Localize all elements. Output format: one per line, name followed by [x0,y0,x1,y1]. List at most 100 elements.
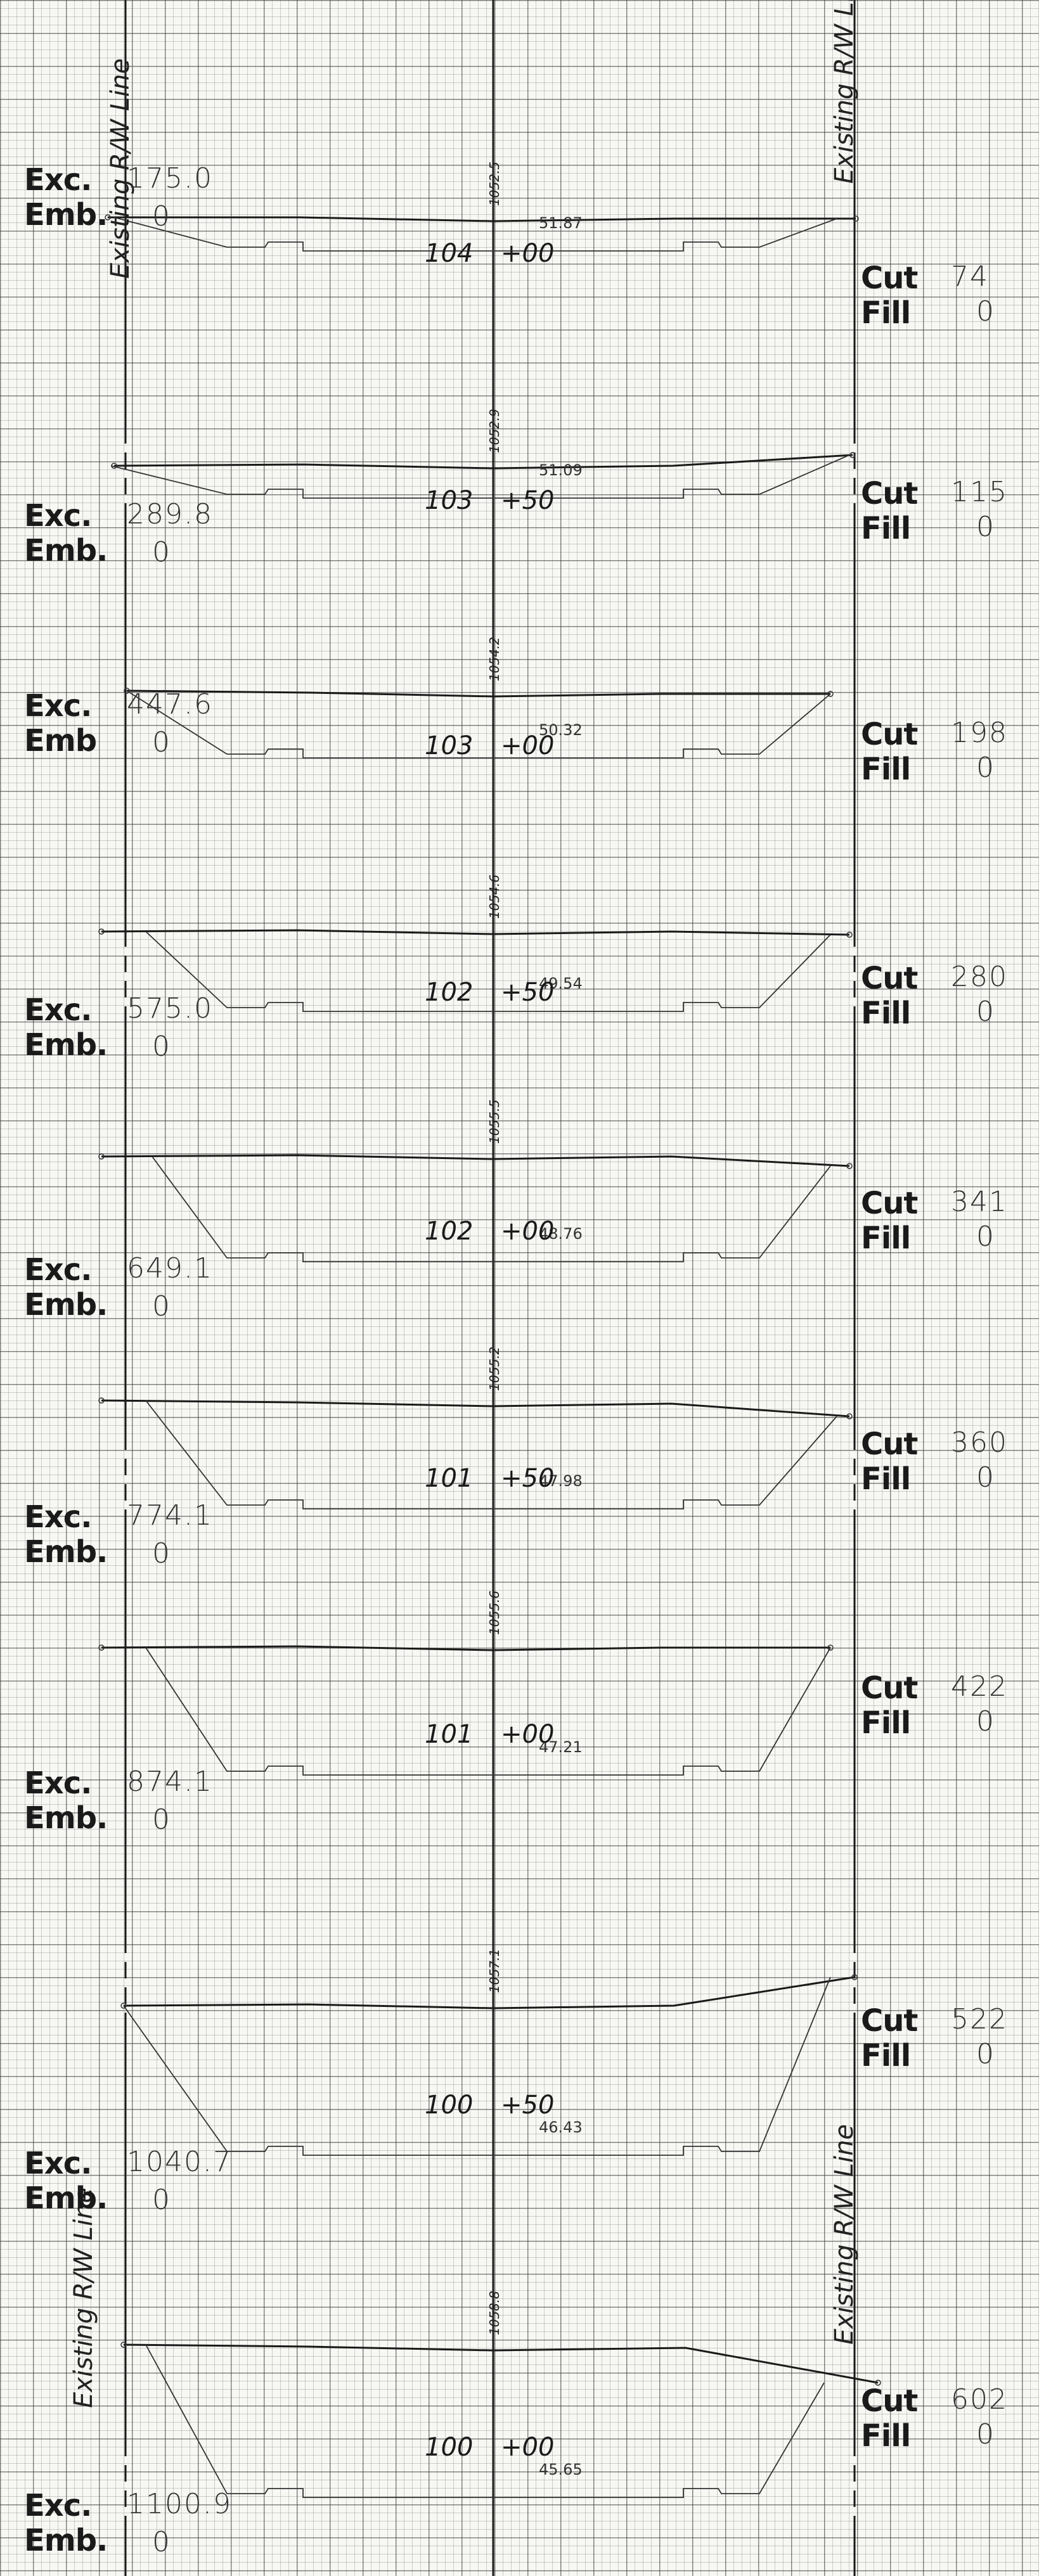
exc-value: 774.1 [127,1499,213,1532]
cut-value: 422 [951,1670,1008,1703]
section-template [145,1400,837,1509]
emb-label: Emb. [24,2523,108,2558]
catch-point [105,214,111,221]
ground-line [123,2343,879,2384]
cut-value: 360 [951,1426,1008,1459]
fill-label: Fill [861,996,911,1031]
catch-point [98,1644,105,1651]
exc-value: 575.0 [127,992,213,1025]
exc-label: Exc. [24,992,92,1028]
template-width-label: 45.65 [539,2461,583,2478]
cut-value: 198 [951,717,1008,749]
emb-label: Emb. [24,197,108,233]
cut-label: Cut [861,2383,918,2419]
station-label: 102 [425,978,474,1007]
ground-line [123,1976,855,2009]
emb-label: Emb. [24,1800,108,1836]
station-label: 104 [425,238,474,268]
catch-point [98,928,105,935]
exc-value: 874.1 [127,1765,213,1798]
catch-point [120,2342,127,2348]
fill-label: Fill [861,2418,911,2454]
cut-value: 522 [951,2003,1008,2035]
ground-line [126,689,830,698]
section-template [145,931,831,1012]
fill-value: 0 [976,511,995,543]
station-label: 102 [425,1217,474,1246]
station-label: 100 [425,2432,474,2462]
exc-value: 175.0 [127,162,213,195]
catch-point [111,463,117,469]
exc-label: Exc. [24,1499,92,1535]
template-width-label: 48.76 [539,1225,583,1243]
station-plus-label: +00 [501,238,555,268]
station-label: 103 [425,485,474,515]
catch-point [98,1397,105,1404]
ground-line [101,929,850,936]
catch-point [846,1413,853,1419]
fill-value: 0 [976,752,995,784]
station-plus-label: +00 [501,2432,555,2462]
rw-label-top-right: Existing R/W Line [830,0,859,184]
fill-label: Fill [861,2038,911,2073]
cut-label: Cut [861,1670,918,1706]
station-plus-label: +00 [501,1720,555,1750]
emb-value: 0 [152,200,171,233]
section-template [152,1156,831,1262]
cut-label: Cut [861,717,918,752]
exc-value: 1100.9 [127,2488,232,2520]
template-width-label: 51.87 [539,214,583,232]
fill-label: Fill [861,1705,911,1741]
station-label: 101 [425,1464,474,1493]
catch-point [827,1644,834,1651]
ground-line [101,1399,850,1418]
emb-value: 0 [152,1030,171,1063]
rw-label-bottom-right: Existing R/W Line [830,2124,859,2345]
elevation-label: 1052.9 [487,409,502,453]
ground-line [101,1154,850,1167]
fill-value: 0 [976,1221,995,1253]
station-plus-label: +00 [501,731,555,761]
exc-value: 447.6 [127,688,213,721]
exc-value: 1040.7 [127,2146,232,2178]
template-width-label: 51.09 [539,461,583,479]
catch-point [853,215,859,222]
section-template [110,454,850,499]
catch-point [875,2380,881,2386]
exc-label: Exc. [24,1765,92,1801]
emb-value: 0 [152,726,171,759]
elevation-label: 1055.2 [487,1347,502,1391]
ground-line [108,216,856,222]
exc-label: Exc. [24,162,92,198]
catch-point [851,1974,858,1980]
emb-label: Emb. [24,1287,108,1323]
exc-value: 289.8 [127,498,213,530]
cut-label: Cut [861,1426,918,1462]
catch-point [124,688,130,694]
elevation-label: 1054.6 [487,875,502,919]
cut-label: Cut [861,961,918,996]
catch-point [849,452,856,458]
catch-point [846,1163,853,1169]
emb-value: 0 [152,1804,171,1836]
fill-value: 0 [976,1461,995,1494]
rw-label-bottom-left: Existing R/W Line [69,2187,98,2408]
emb-label: Emb. [24,1027,108,1063]
catch-point [98,1153,105,1160]
cut-value: 341 [951,1186,1008,1218]
station-plus-label: +00 [501,1217,555,1246]
emb-value: 0 [152,536,171,568]
exc-value: 649.1 [127,1252,213,1285]
cut-label: Cut [861,1186,918,1221]
elevation-label: 1057.1 [487,1949,502,1993]
fill-label: Fill [861,752,911,787]
section-template [145,2344,825,2498]
catch-point [846,932,853,938]
template-width-label: 49.54 [539,975,583,992]
section-template [123,1977,831,2156]
station-label: 100 [425,2090,474,2120]
fill-label: Fill [861,1461,911,1497]
ground-line [101,1645,830,1651]
template-width-label: 46.43 [539,2118,583,2136]
